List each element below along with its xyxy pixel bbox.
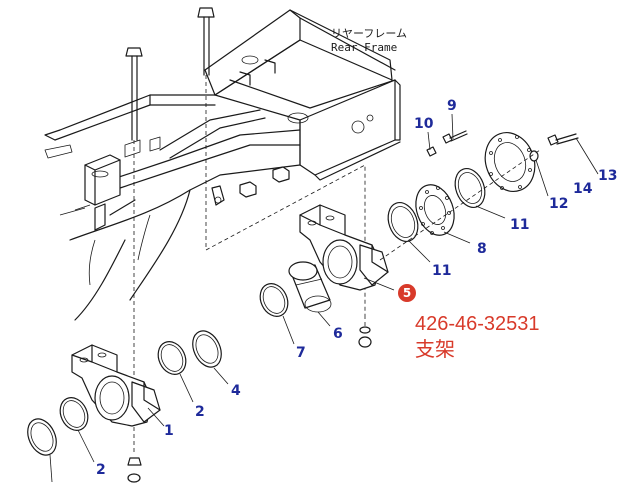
callout-11-upper: 11 (510, 217, 529, 233)
callout-8: 8 (477, 241, 487, 257)
badge-5 (398, 284, 416, 302)
leader-lines (49, 113, 599, 483)
callout-11-lower: 11 (432, 263, 451, 279)
callouts: 1 2 2 4 6 7 8 9 10 11 11 12 13 14 (96, 98, 617, 478)
washer-10 (426, 146, 437, 157)
ring-7 (259, 283, 289, 317)
rear-frame (44, 9, 401, 321)
callout-7: 7 (296, 345, 306, 361)
callout-2-upper: 2 (195, 404, 205, 420)
ring-4 (192, 330, 222, 368)
part-name: 支架 (415, 338, 455, 361)
support-lower (71, 344, 161, 427)
part-number: 426-46-32531 (415, 313, 540, 335)
bolt-9 (442, 130, 468, 144)
callout-1: 1 (164, 423, 174, 439)
bushing-6 (288, 261, 332, 313)
frame-label-jp: リヤーフレーム (331, 27, 407, 40)
bolt-13 (547, 133, 579, 146)
ring-11-right (454, 168, 486, 208)
highlighted-part: 5 426-46-32531 支架 (398, 284, 540, 361)
callout-9: 9 (447, 98, 457, 114)
callout-10: 10 (414, 116, 434, 132)
callout-12: 12 (549, 196, 568, 212)
callout-13: 13 (598, 168, 617, 184)
ring-2-lower-right (157, 341, 187, 375)
ring-2-lower-left (59, 397, 89, 431)
callout-14: 14 (573, 181, 593, 197)
cover-plate (484, 132, 536, 192)
shim-plate-8 (415, 184, 455, 236)
badge-5-label: 5 (403, 286, 411, 300)
callout-4: 4 (231, 383, 241, 399)
callout-6: 6 (333, 326, 343, 342)
ring-11-left (387, 202, 419, 242)
support-upper (299, 204, 389, 291)
long-bolt-right (197, 7, 215, 250)
ring-7-lower (27, 418, 57, 456)
frame-label-en: Rear Frame (331, 41, 397, 54)
washer-12 (529, 150, 539, 162)
callout-2-lower: 2 (96, 462, 106, 478)
